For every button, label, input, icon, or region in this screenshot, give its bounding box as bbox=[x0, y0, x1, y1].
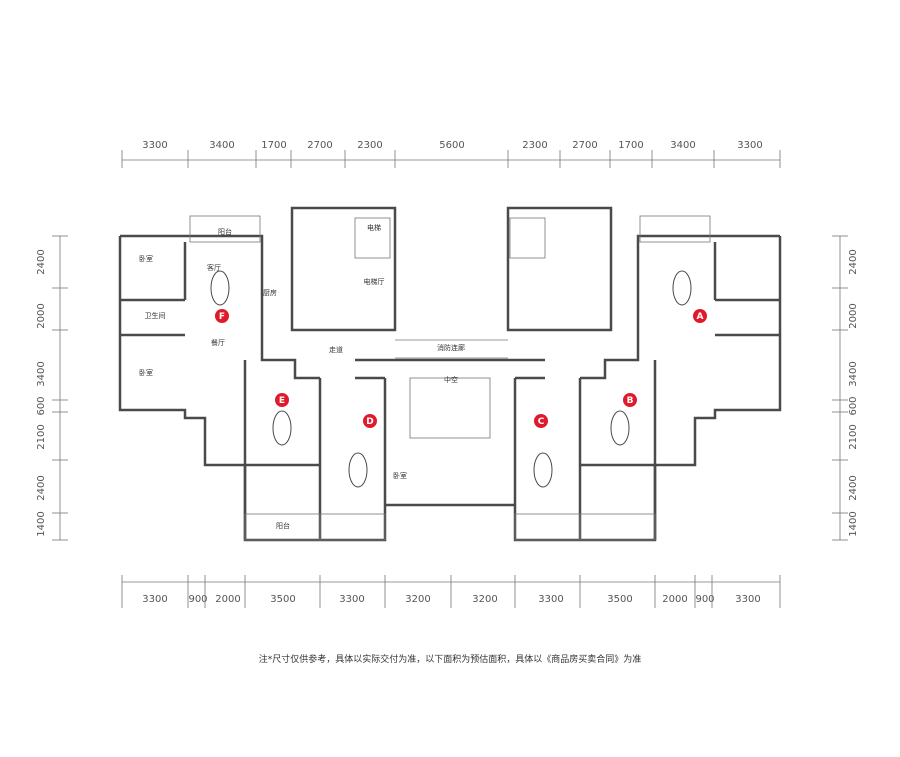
right-dim-3: 3400 bbox=[848, 361, 859, 386]
left-dim-3: 3400 bbox=[36, 361, 47, 386]
right-dim-2: 2000 bbox=[848, 303, 859, 328]
unit-label-c: C bbox=[538, 417, 545, 427]
top-dim-9: 1700 bbox=[618, 140, 643, 151]
footnote: 注*尺寸仅供参考，具体以实际交付为准，以下面积为预估面积，具体以《商品房买卖合同… bbox=[258, 655, 642, 665]
unit-label-f: F bbox=[219, 312, 225, 322]
top-dim-2: 3400 bbox=[209, 140, 234, 151]
top-dimension-labels: 3300 3400 1700 2700 2300 5600 2300 2700 … bbox=[142, 140, 762, 151]
left-dimension-labels: 2400 2000 3400 600 2100 2400 1400 bbox=[36, 249, 47, 536]
top-dim-7: 2300 bbox=[522, 140, 547, 151]
right-dim-1: 2400 bbox=[848, 249, 859, 274]
left-dim-1: 2400 bbox=[36, 249, 47, 274]
unit-markers: F A E D C B bbox=[215, 309, 707, 428]
unit-marker-f bbox=[215, 309, 229, 323]
unit-label-e: E bbox=[279, 396, 285, 406]
bottom-dim-11: 900 bbox=[695, 594, 714, 605]
top-dim-6: 5600 bbox=[439, 140, 464, 151]
unit-label-d: D bbox=[366, 417, 373, 427]
top-dim-1: 3300 bbox=[142, 140, 167, 151]
room-balcony-bottom: 阳台 bbox=[276, 521, 290, 530]
room-bathroom: 卫生间 bbox=[145, 311, 166, 320]
left-dim-2: 2000 bbox=[36, 303, 47, 328]
top-dim-8: 2700 bbox=[572, 140, 597, 151]
top-dim-11: 3300 bbox=[737, 140, 762, 151]
right-dim-5: 2100 bbox=[848, 424, 859, 449]
left-dim-5: 2100 bbox=[36, 424, 47, 449]
left-dim-7: 1400 bbox=[36, 511, 47, 536]
bottom-dim-8: 3300 bbox=[538, 594, 563, 605]
bottom-dim-9: 3500 bbox=[607, 594, 632, 605]
room-kitchen: 厨房 bbox=[263, 288, 277, 297]
unit-marker-e bbox=[275, 393, 289, 407]
room-corridor: 走道 bbox=[329, 345, 343, 354]
bottom-dim-7: 3200 bbox=[472, 594, 497, 605]
table-symbols bbox=[210, 270, 692, 488]
bottom-dim-6: 3200 bbox=[405, 594, 430, 605]
room-elevator-hall: 电梯厅 bbox=[364, 277, 385, 286]
unit-label-b: B bbox=[627, 396, 634, 406]
bottom-dim-1: 3300 bbox=[142, 594, 167, 605]
bottom-dim-3: 2000 bbox=[215, 594, 240, 605]
dimension-ticks bbox=[52, 150, 848, 608]
bottom-dim-10: 2000 bbox=[662, 594, 687, 605]
bottom-dim-4: 3500 bbox=[270, 594, 295, 605]
bottom-dim-2: 900 bbox=[188, 594, 207, 605]
right-dim-4: 600 bbox=[848, 396, 859, 415]
top-dim-5: 2300 bbox=[357, 140, 382, 151]
left-dim-4: 600 bbox=[36, 396, 47, 415]
room-bedroom: 卧室 bbox=[139, 254, 153, 263]
room-living: 客厅 bbox=[207, 263, 221, 272]
unit-marker-b bbox=[623, 393, 637, 407]
unit-marker-d bbox=[363, 414, 377, 428]
right-dimension-labels: 2400 2000 3400 600 2100 2400 1400 bbox=[848, 249, 859, 536]
room-bedroom-alt: 卧室 bbox=[139, 368, 153, 377]
top-dim-4: 2700 bbox=[307, 140, 332, 151]
bottom-dim-12: 3300 bbox=[735, 594, 760, 605]
room-dining: 餐厅 bbox=[211, 338, 225, 347]
top-dim-3: 1700 bbox=[261, 140, 286, 151]
unit-marker-a bbox=[693, 309, 707, 323]
left-dim-6: 2400 bbox=[36, 475, 47, 500]
room-bedroom-center: 卧室 bbox=[393, 471, 407, 480]
room-elevator: 电梯 bbox=[367, 223, 381, 232]
building-walls bbox=[118, 206, 782, 542]
room-labels: 阳台 卧室 客厅 厨房 卫生间 餐厅 卧室 电梯 电梯厅 走道 消防连廊 中空 … bbox=[139, 223, 465, 530]
right-dim-7: 1400 bbox=[848, 511, 859, 536]
room-fire-corridor: 消防连廊 bbox=[437, 343, 465, 352]
unit-marker-c bbox=[534, 414, 548, 428]
right-dim-6: 2400 bbox=[848, 475, 859, 500]
unit-label-a: A bbox=[697, 312, 704, 322]
top-dim-10: 3400 bbox=[670, 140, 695, 151]
bottom-dim-5: 3300 bbox=[339, 594, 364, 605]
bottom-dimension-labels: 3300 900 2000 3500 3300 3200 3200 3300 3… bbox=[142, 594, 760, 605]
interior-lines bbox=[189, 215, 711, 541]
room-atrium: 中空 bbox=[444, 375, 458, 384]
room-balcony: 阳台 bbox=[218, 227, 232, 236]
